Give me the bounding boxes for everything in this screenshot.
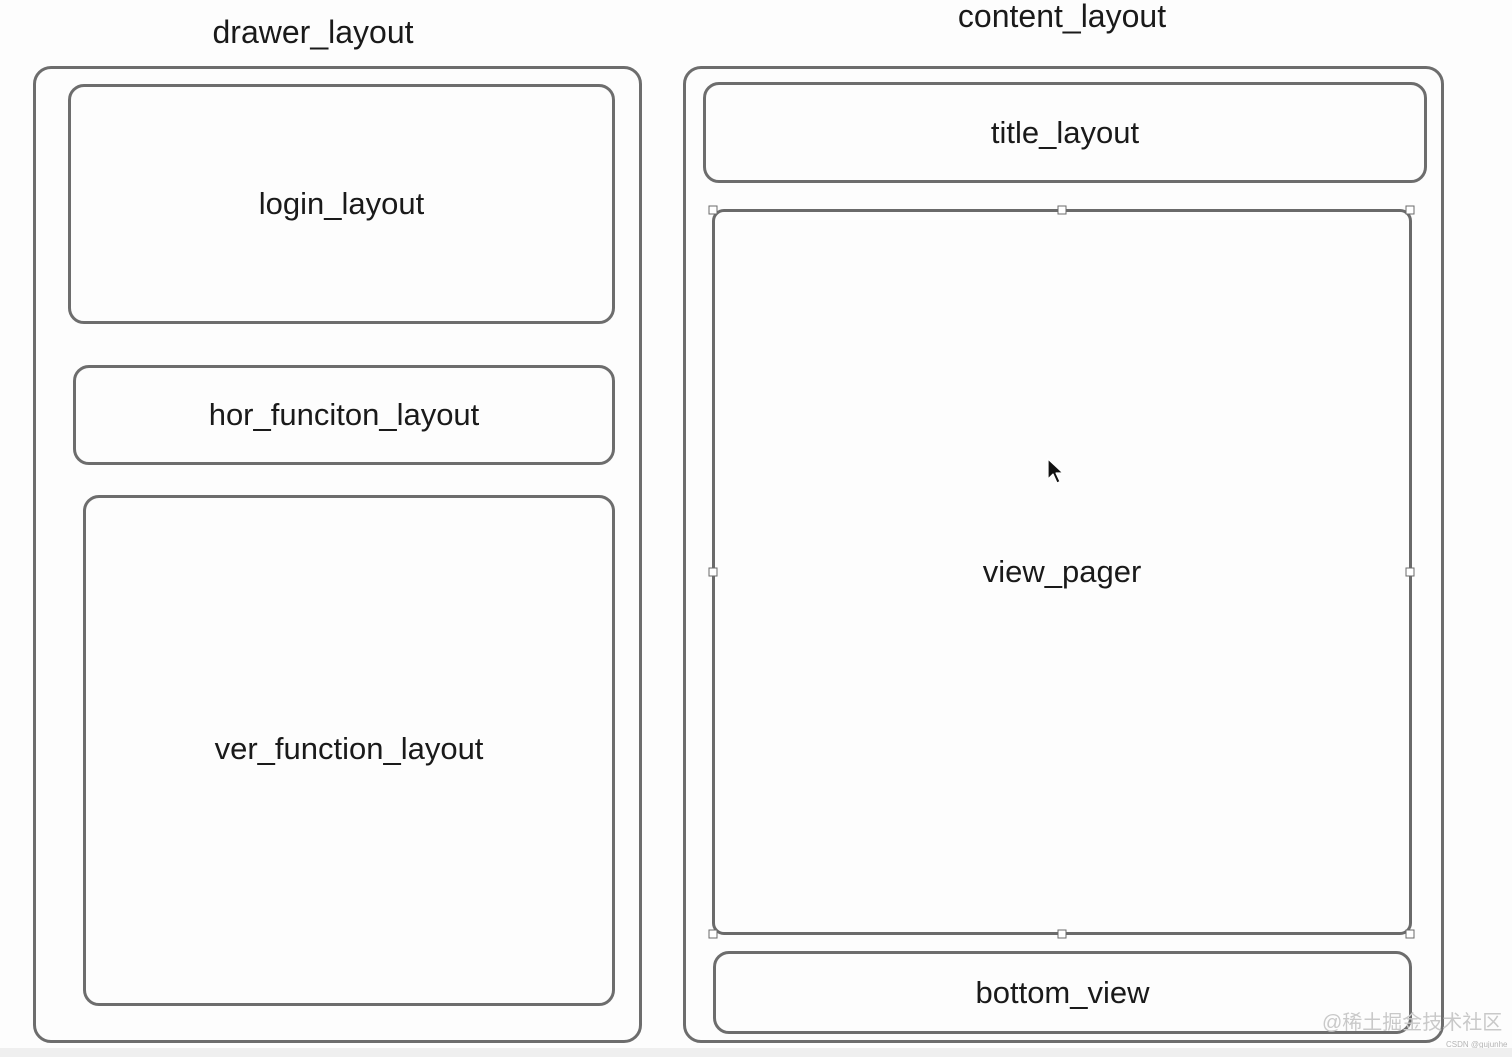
view-pager-box[interactable]: view_pager xyxy=(712,209,1412,935)
selection-handle-bottom-left[interactable] xyxy=(708,929,718,939)
title-layout-label: title_layout xyxy=(990,114,1140,150)
selection-handle-right[interactable] xyxy=(1405,567,1415,577)
ver-function-layout-label: ver_function_layout xyxy=(214,730,484,766)
hor-function-layout-label: hor_funciton_layout xyxy=(208,397,480,432)
ver-function-layout-box: ver_function_layout xyxy=(83,495,615,1006)
hor-function-layout-box: hor_funciton_layout xyxy=(73,365,615,465)
drawer-layout-heading: drawer_layout xyxy=(212,14,414,50)
login-layout-label: login_layout xyxy=(258,186,425,221)
selection-handle-left[interactable] xyxy=(708,567,718,577)
mouse-pointer-icon xyxy=(1047,458,1064,484)
selection-handle-top-right[interactable] xyxy=(1405,205,1415,215)
content-layout-heading: content_layout xyxy=(957,0,1167,34)
bottom-strip xyxy=(0,1048,1512,1057)
bottom-view-box: bottom_view xyxy=(713,951,1412,1034)
view-pager-label: view_pager xyxy=(982,554,1142,589)
watermark-small-text: CSDN @gujunhe xyxy=(1446,1040,1508,1049)
title-layout-box: title_layout xyxy=(703,82,1427,183)
selection-handle-top-left[interactable] xyxy=(708,205,718,215)
selection-handle-top[interactable] xyxy=(1057,205,1067,215)
watermark-text: @稀土掘金技术社区 xyxy=(1322,1012,1503,1034)
selection-handle-bottom-right[interactable] xyxy=(1405,929,1415,939)
login-layout-box: login_layout xyxy=(68,84,615,324)
selection-handle-bottom[interactable] xyxy=(1057,929,1067,939)
bottom-view-label: bottom_view xyxy=(975,974,1150,1010)
